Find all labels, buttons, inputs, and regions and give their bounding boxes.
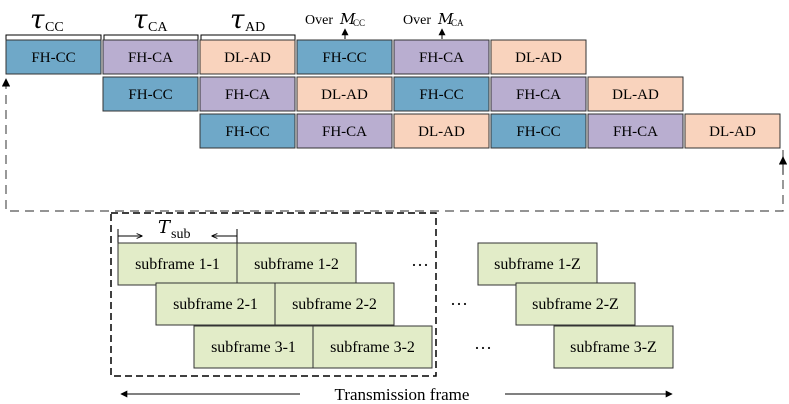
ellipsis-row-2: ··· [450, 294, 468, 314]
svg-text:τ: τ [133, 5, 148, 35]
subframe-label: subframe 3-2 [330, 339, 415, 356]
subframe-block: subframe 3-Z [553, 325, 674, 369]
pipeline-block-label: FH-CA [322, 124, 367, 140]
pipeline-block-label: FH-CA [613, 124, 658, 140]
pipeline-block-cc: FH-CC [393, 76, 490, 112]
pipeline-blocks: FH-CC FH-CA DL-AD FH-CC FH-CA DL-AD FH-CC FH-CA… [5, 39, 781, 149]
svg-text:CA: CA [451, 18, 464, 28]
subframe-label: subframe 2-2 [292, 296, 377, 313]
pipeline-block-label: DL-AD [515, 50, 562, 66]
pipeline-block-ad: DL-AD [393, 113, 490, 149]
pipeline-block-cc: FH-CC [490, 113, 587, 149]
pipeline-block-ad: DL-AD [490, 39, 587, 75]
subframe-label: subframe 1-Z [494, 256, 581, 273]
subframe-label: subframe 3-1 [211, 339, 296, 356]
pipeline-block-label: DL-AD [418, 124, 465, 140]
feedback-loop-line [1, 78, 784, 212]
svg-text:sub: sub [171, 227, 190, 242]
pipeline-block-ad: DL-AD [296, 76, 393, 112]
over-mcc-label: Over M CC [305, 10, 365, 28]
tau-ad-label: τ AD [230, 5, 265, 35]
subframe-block: subframe 2-2 [274, 282, 395, 326]
subframe-block: subframe 1-1 [117, 242, 238, 286]
over-mca-label: Over M CA [403, 10, 464, 28]
pipeline-block-label: FH-CA [419, 50, 464, 66]
subframe-block: subframe 2-1 [155, 282, 276, 326]
svg-text:M: M [339, 10, 356, 28]
subframe-group-box [110, 212, 437, 377]
subframe-label: subframe 1-2 [254, 256, 339, 273]
subframe-block: subframe 2-Z [515, 282, 636, 326]
pipeline-block-label: FH-CC [419, 87, 463, 103]
pipeline-block-ca: FH-CA [490, 76, 587, 112]
subframe-block: subframe 1-2 [236, 242, 357, 286]
subframe-block: subframe 3-2 [312, 325, 433, 369]
pipeline-block-cc: FH-CC [5, 39, 102, 75]
pipeline-block-ca: FH-CA [296, 113, 393, 149]
pipeline-block-ca: FH-CA [587, 113, 684, 149]
pipeline-block-label: DL-AD [321, 87, 368, 103]
subframe-label: subframe 2-Z [532, 296, 619, 313]
pipeline-block-label: FH-CC [225, 124, 269, 140]
ellipsis-row-1: ··· [411, 255, 429, 275]
pipeline-block-cc: FH-CC [102, 76, 199, 112]
pipeline-block-ad: DL-AD [587, 76, 684, 112]
ellipsis-row-3: ··· [474, 338, 492, 358]
subframe-block: subframe 1-Z [477, 242, 598, 286]
tau-cc-label: τ CC [30, 5, 64, 35]
transmission-frame-label: Transmission frame [335, 385, 470, 404]
tau-ca-bracket [103, 34, 199, 40]
tau-ad-bracket [200, 34, 296, 40]
subframe-blocks: subframe 1-1 subframe 1-2 subframe 1-Z subf… [117, 242, 674, 369]
svg-text:τ: τ [230, 5, 245, 35]
svg-text:τ: τ [30, 5, 45, 35]
subframe-block: subframe 3-1 [193, 325, 314, 369]
pipeline-block-cc: FH-CC [296, 39, 393, 75]
tau-ca-label: τ CA [133, 5, 168, 35]
pipeline-block-ca: FH-CA [102, 39, 199, 75]
svg-text:Over: Over [403, 13, 431, 28]
pipeline-block-label: FH-CC [516, 124, 560, 140]
pipeline-block-label: DL-AD [612, 87, 659, 103]
pipeline-block-label: FH-CC [31, 50, 75, 66]
svg-text:CC: CC [45, 20, 64, 35]
subframe-label: subframe 3-Z [570, 339, 657, 356]
pipeline-block-label: FH-CA [516, 87, 561, 103]
pipeline-block-label: DL-AD [224, 50, 271, 66]
pipeline-block-label: FH-CC [128, 87, 172, 103]
t-sub-label: T sub [158, 217, 190, 242]
svg-text:Over: Over [305, 13, 333, 28]
subframe-label: subframe 1-1 [135, 256, 220, 273]
pipeline-block-ad: DL-AD [199, 39, 296, 75]
pipeline-block-label: DL-AD [709, 124, 756, 140]
svg-text:CC: CC [353, 18, 365, 28]
pipeline-block-label: FH-CA [128, 50, 173, 66]
subframe-label: subframe 2-1 [173, 296, 258, 313]
svg-text:AD: AD [245, 20, 265, 35]
svg-text:M: M [437, 10, 454, 28]
pipeline-block-ca: FH-CA [199, 76, 296, 112]
svg-text:T: T [158, 217, 172, 238]
pipeline-block-ca: FH-CA [393, 39, 490, 75]
pipeline-block-cc: FH-CC [199, 113, 296, 149]
pipeline-block-label: FH-CC [322, 50, 366, 66]
svg-text:CA: CA [148, 20, 168, 35]
pipeline-block-label: FH-CA [225, 87, 270, 103]
tau-cc-bracket [5, 34, 102, 40]
pipeline-block-ad: DL-AD [684, 113, 781, 149]
